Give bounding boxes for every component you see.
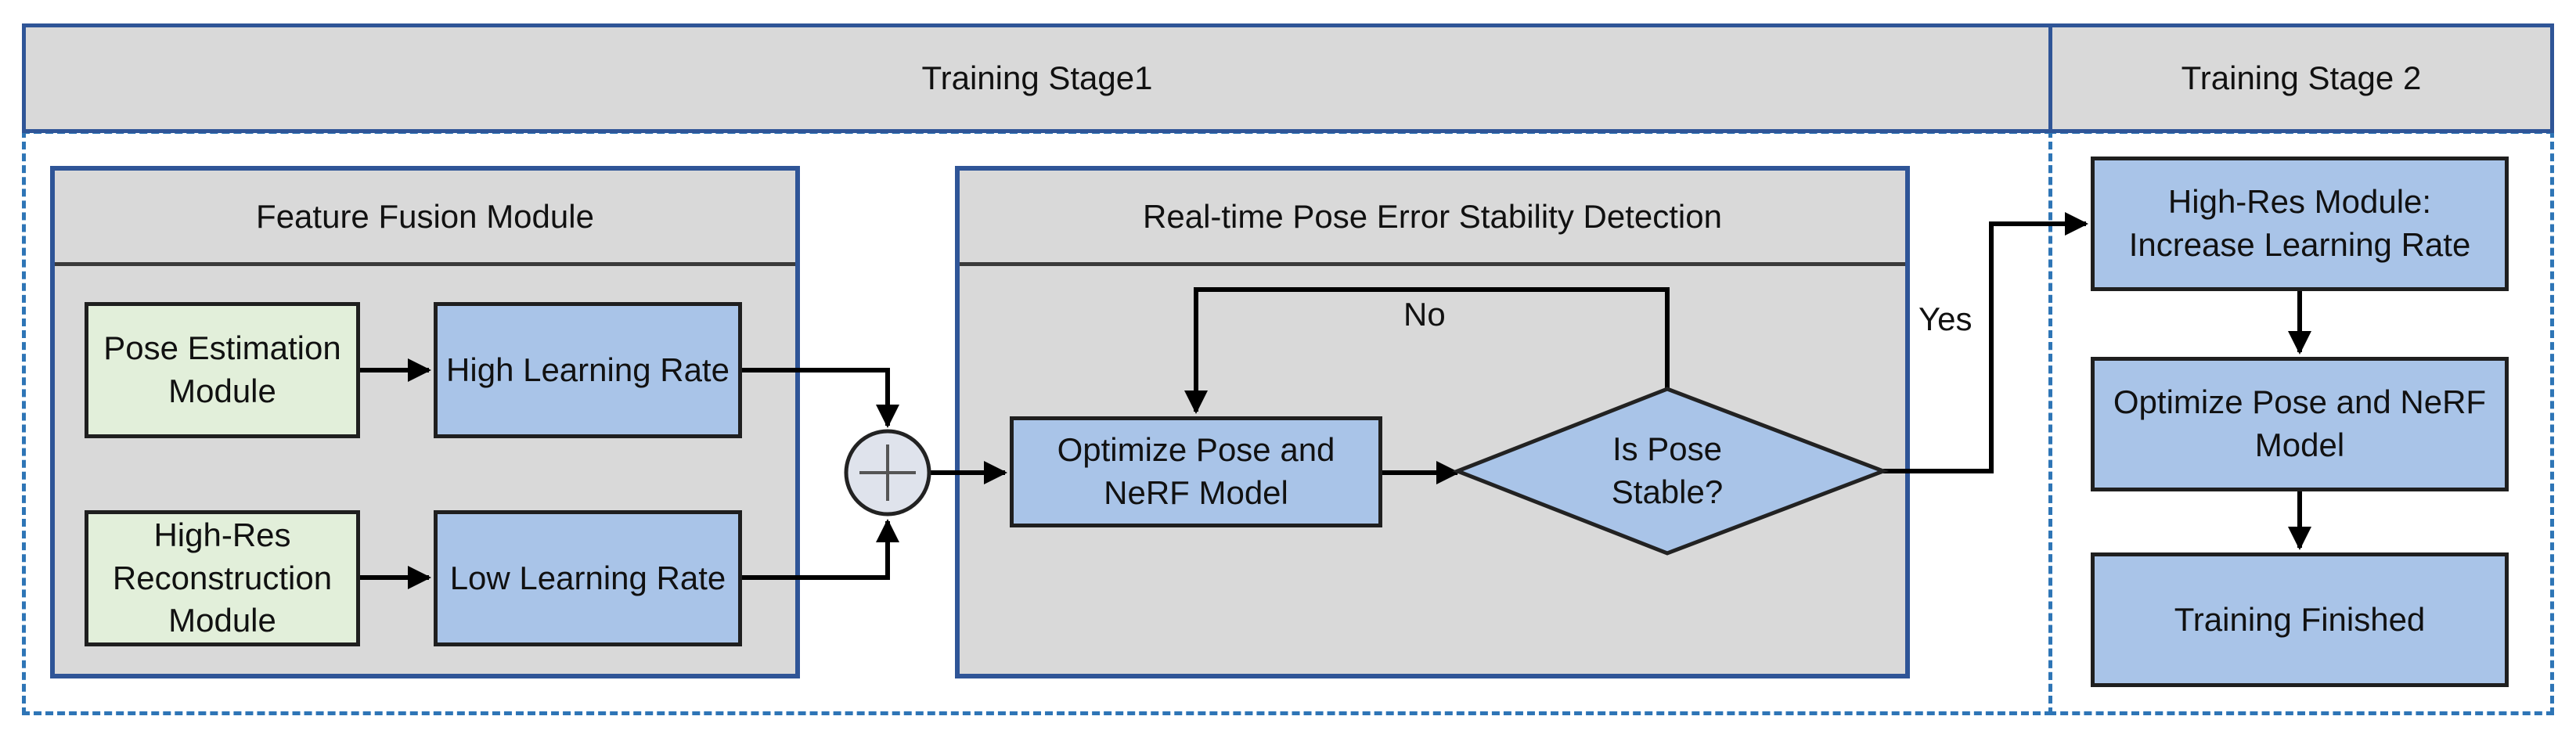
stage2-optimize-pose-nerf-box: Optimize Pose and NeRF Model (2091, 357, 2509, 491)
arrow-yes-to-stage2 (1883, 212, 2088, 473)
high-learning-rate-box: High Learning Rate (434, 302, 742, 438)
high-res-reconstruction-module-box: High-Res Reconstruction Module (85, 510, 360, 646)
arrow-no-loop (1184, 287, 1670, 414)
stage1-header: Training Stage1 (22, 23, 2052, 133)
low-learning-rate-box: Low Learning Rate (434, 510, 742, 646)
training-finished-box: Training Finished (2091, 552, 2509, 687)
optimize-pose-nerf-box: Optimize Pose and NeRF Model (1010, 416, 1382, 527)
stage1-title: Training Stage1 (921, 59, 1153, 96)
is-pose-stable-diamond (1452, 387, 1890, 556)
pose-estimation-module-box: Pose Estimation Module (85, 302, 360, 438)
stage2-title: Training Stage 2 (2181, 59, 2422, 96)
stability-detection-title: Real-time Pose Error Stability Detection (960, 171, 1905, 266)
summing-junction (844, 429, 931, 516)
arrow-high-lr-to-sum (742, 368, 899, 428)
yes-label: Yes (1918, 301, 1973, 337)
feature-fusion-title: Feature Fusion Module (55, 171, 795, 266)
arrow-low-lr-to-sum (742, 519, 899, 580)
no-label: No (1403, 296, 1446, 333)
increase-learning-rate-box: High-Res Module: Increase Learning Rate (2091, 157, 2509, 291)
is-pose-stable-label: Is Pose Stable? (1611, 430, 1724, 510)
stage2-header: Training Stage 2 (2048, 23, 2554, 133)
